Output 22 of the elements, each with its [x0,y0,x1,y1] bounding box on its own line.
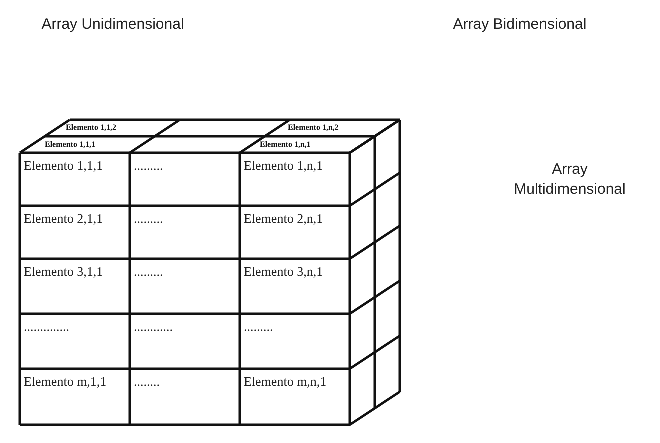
cell-text: Elemento 1,1,1 [24,157,104,175]
cell-text: Elemento 1,n,1 [244,157,324,175]
cell-text: ......... [134,263,164,281]
cell-text: Elemento 3,1,1 [24,263,104,281]
cell-text: ............ [134,318,174,336]
top-face-label: Elemento 1,n,2 [288,123,339,133]
heading: Array Bidimensional [452,15,588,35]
cell-text: ......... [244,318,274,336]
top-face-label: Elemento 1,n,1 [260,140,311,150]
cell-text: Elemento 3,n,1 [244,263,324,281]
cell-text: .............. [24,318,70,336]
cell-text: Elemento m,n,1 [244,373,328,391]
top-face-label: Elemento 1,1,2 [66,123,116,133]
cell-text: ......... [134,157,164,175]
cell-text: Elemento 2,1,1 [24,210,104,228]
cell-text: ........ [134,373,161,391]
cell-text: Elemento m,1,1 [24,373,108,391]
heading: Array Unidimensional [40,15,186,35]
cell-text: Elemento 2,n,1 [244,210,324,228]
cell-text: ......... [134,210,164,228]
heading: Array Multidimensional [513,160,627,200]
top-face-label: Elemento 1,1,1 [45,140,96,150]
